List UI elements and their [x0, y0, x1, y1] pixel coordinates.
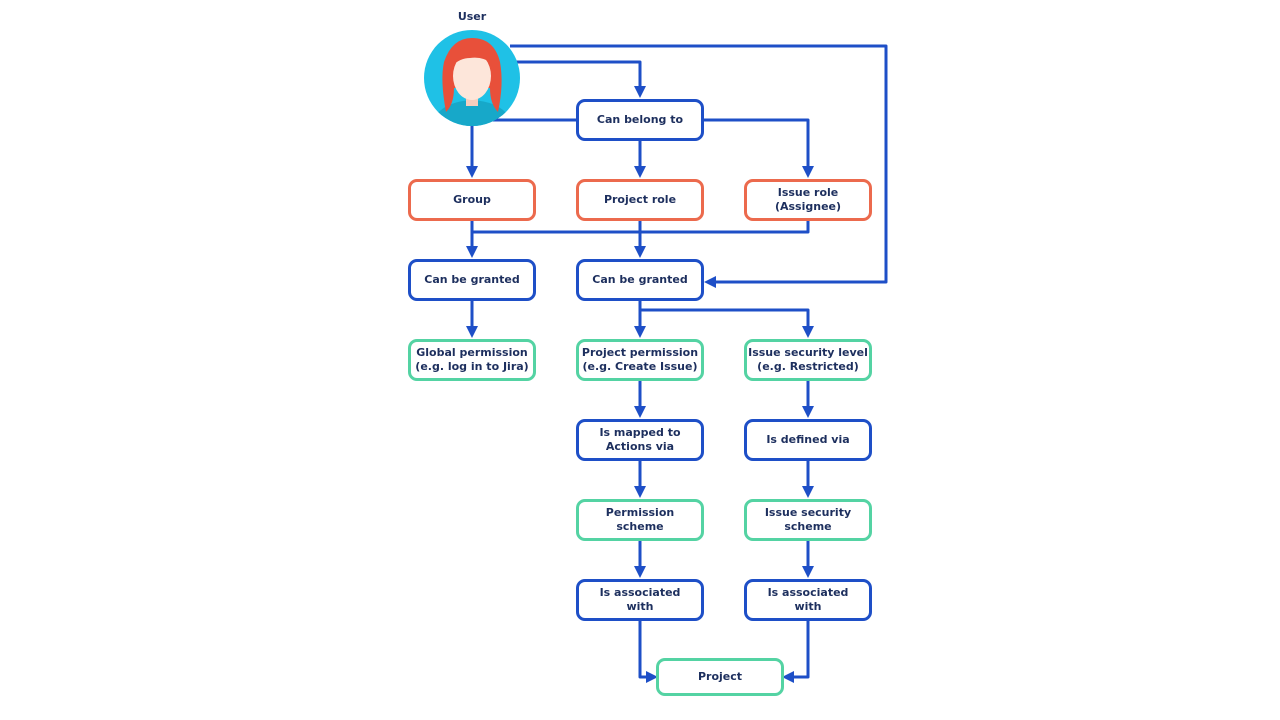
project-permission-node: Project permission (e.g. Create Issue) — [576, 339, 704, 381]
can-be-granted-left-node: Can be granted — [408, 259, 536, 301]
user-avatar-icon — [424, 30, 520, 126]
connector-to-group — [466, 118, 495, 178]
connector-user-to-can-be-granted — [510, 44, 888, 288]
connector-to-issue-security-level — [640, 308, 814, 338]
can-belong-to-node: Can belong to — [576, 99, 704, 141]
can-be-granted-mid-node: Can be granted — [576, 259, 704, 301]
connector-user-to-can-belong — [510, 60, 646, 98]
connector-left-to-project — [638, 620, 658, 683]
connector-to-issue-role — [702, 118, 814, 178]
is-associated-with-right-node: Is associated with — [744, 579, 872, 621]
issue-security-level-node: Issue security level (e.g. Restricted) — [744, 339, 872, 381]
issue-role-node: Issue role (Assignee) — [744, 179, 872, 221]
issue-security-scheme-node: Issue security scheme — [744, 499, 872, 541]
connector-right-to-project — [782, 620, 810, 683]
project-role-node: Project role — [576, 179, 704, 221]
is-mapped-to-node: Is mapped to Actions via — [576, 419, 704, 461]
project-node: Project — [656, 658, 784, 696]
user-label: User — [457, 10, 487, 23]
group-node: Group — [408, 179, 536, 221]
connector-role-merge — [472, 220, 810, 234]
is-associated-with-left-node: Is associated with — [576, 579, 704, 621]
global-permission-node: Global permission (e.g. log in to Jira) — [408, 339, 536, 381]
is-defined-via-node: Is defined via — [744, 419, 872, 461]
permission-scheme-node: Permission scheme — [576, 499, 704, 541]
